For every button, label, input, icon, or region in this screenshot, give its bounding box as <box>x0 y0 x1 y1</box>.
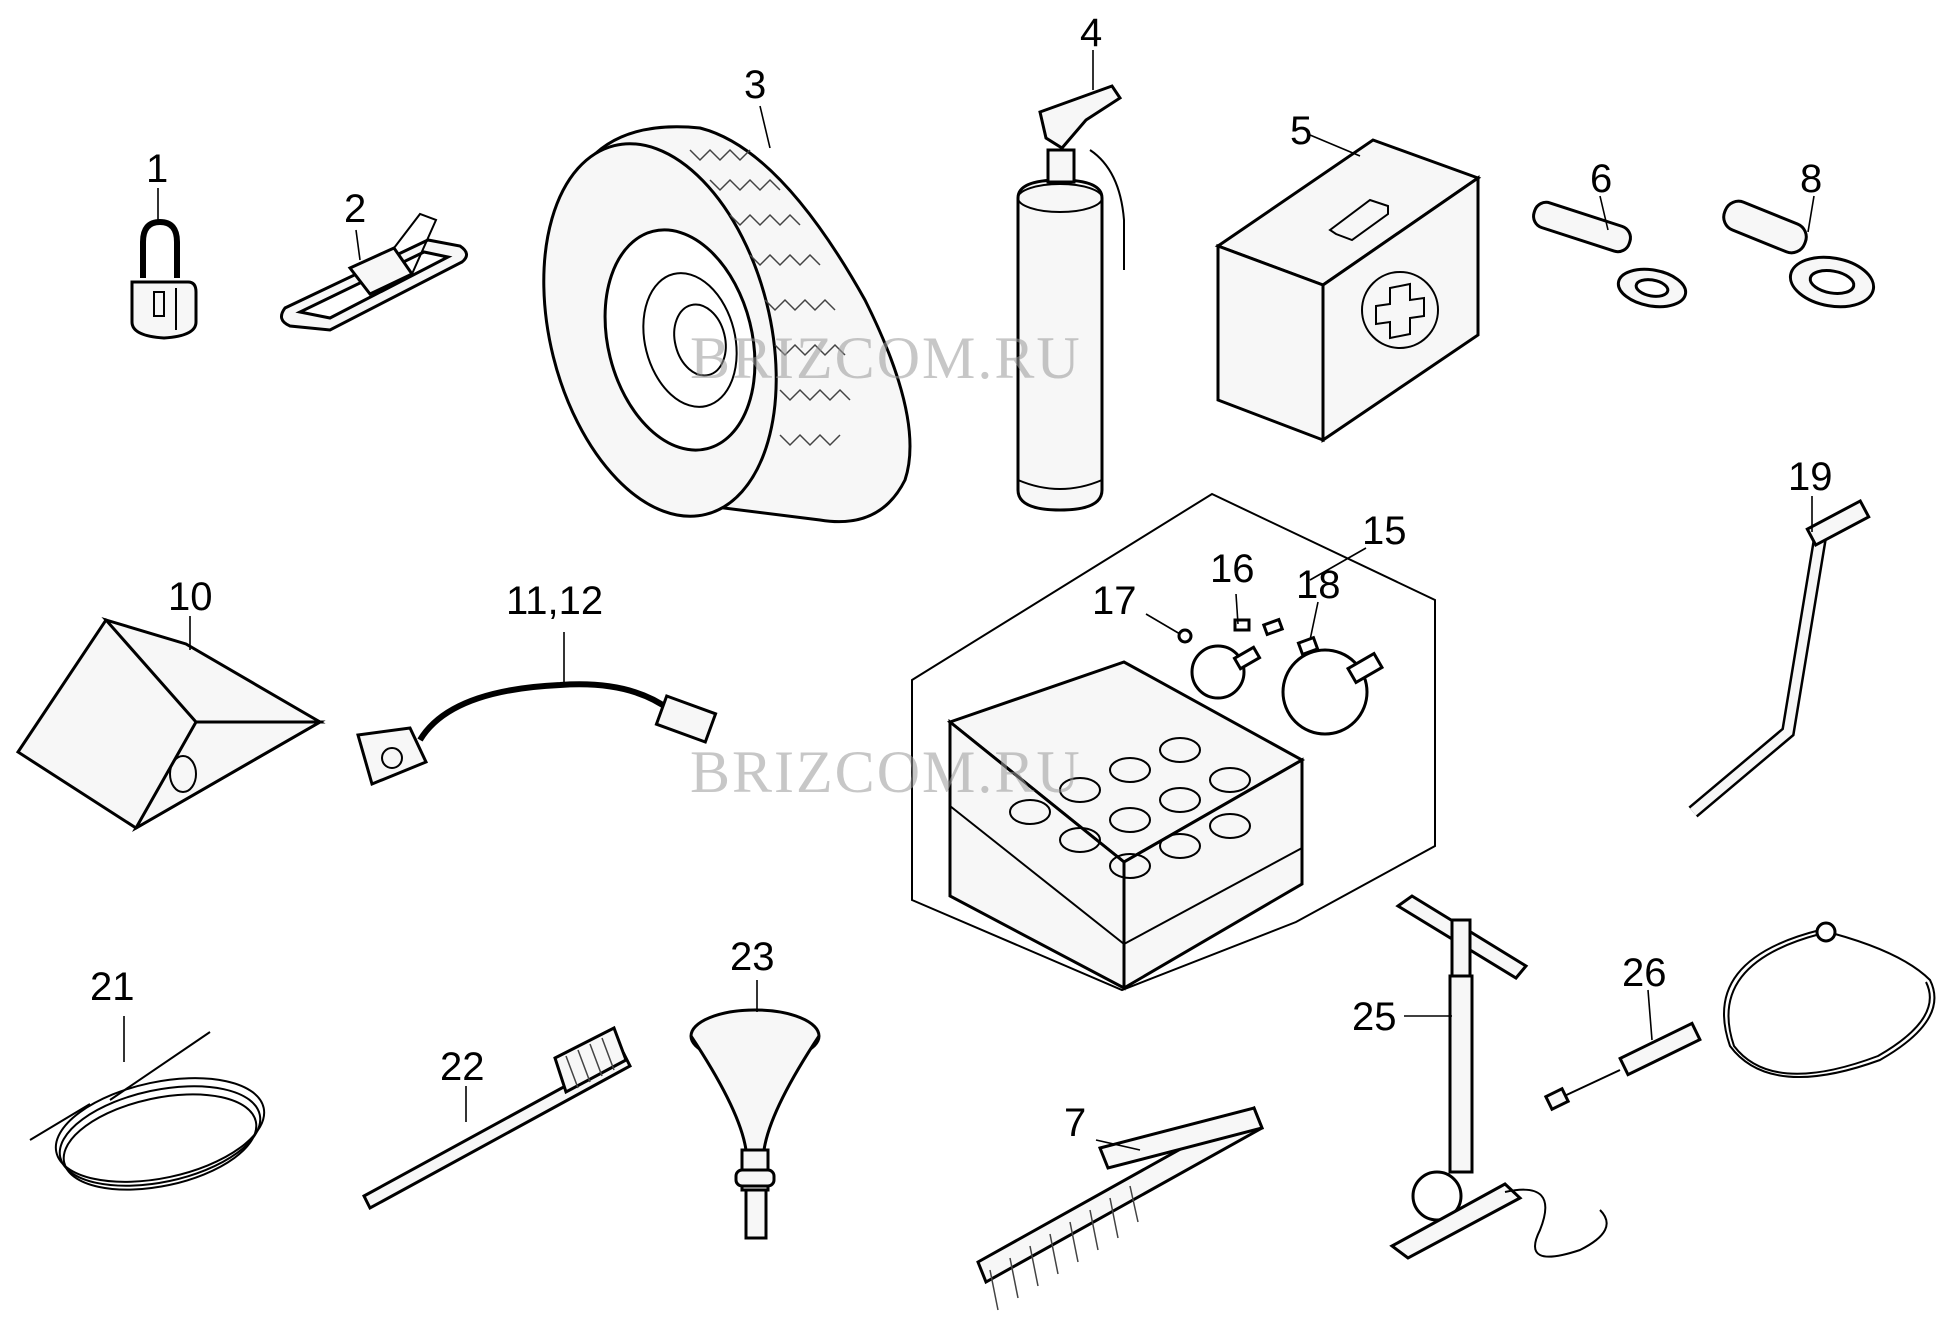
tow-strap-part <box>279 212 468 332</box>
funnel-part <box>689 1008 821 1240</box>
callout-4: 4 <box>1080 11 1102 55</box>
tow-eye-part <box>1722 199 1876 309</box>
callout-1: 1 <box>146 147 168 191</box>
callout-5: 5 <box>1290 109 1312 153</box>
tyre-pump-part <box>1389 894 1608 1260</box>
callout-11-12: 11,12 <box>506 579 603 623</box>
spare-bulbs-part <box>1177 617 1385 736</box>
first-aid-kit-part <box>1214 138 1482 443</box>
callout-15: 15 <box>1362 509 1407 553</box>
callout-17: 17 <box>1092 579 1137 623</box>
callout-8: 8 <box>1800 157 1822 201</box>
wheel-chock-part <box>15 617 326 833</box>
callout-19: 19 <box>1788 455 1833 499</box>
callout-21: 21 <box>90 965 135 1009</box>
callout-22: 22 <box>440 1045 485 1089</box>
callout-26: 26 <box>1622 951 1667 995</box>
trailer-cable-part <box>356 681 718 787</box>
callout-23: 23 <box>730 935 775 979</box>
wire-brush-part <box>976 1105 1265 1311</box>
watermark-upper: BRIZCOM.RU <box>690 325 1082 391</box>
coiled-wire-part <box>29 1031 266 1191</box>
leader-lines <box>123 50 1815 1151</box>
callout-6: 6 <box>1590 157 1612 201</box>
terminal-brush-part <box>362 1025 632 1211</box>
callout-2: 2 <box>344 187 366 231</box>
spare-wheel-part <box>542 125 912 524</box>
wheel-brace-part <box>1688 498 1871 818</box>
callout-16: 16 <box>1210 547 1255 591</box>
callout-18: 18 <box>1296 563 1341 607</box>
watermark-lower: BRIZCOM.RU <box>690 739 1082 805</box>
tow-eye-short-part <box>1532 200 1688 309</box>
fire-extinguisher-part <box>1016 84 1125 512</box>
callout-7: 7 <box>1064 1101 1086 1145</box>
spare-kit-group-outline <box>911 492 1436 992</box>
callout-3: 3 <box>744 63 766 107</box>
inflation-hose-part <box>1543 921 1936 1112</box>
callout-10: 10 <box>168 575 213 619</box>
padlock-part <box>130 218 198 340</box>
callout-25: 25 <box>1352 995 1397 1039</box>
battery-part <box>946 660 1306 991</box>
